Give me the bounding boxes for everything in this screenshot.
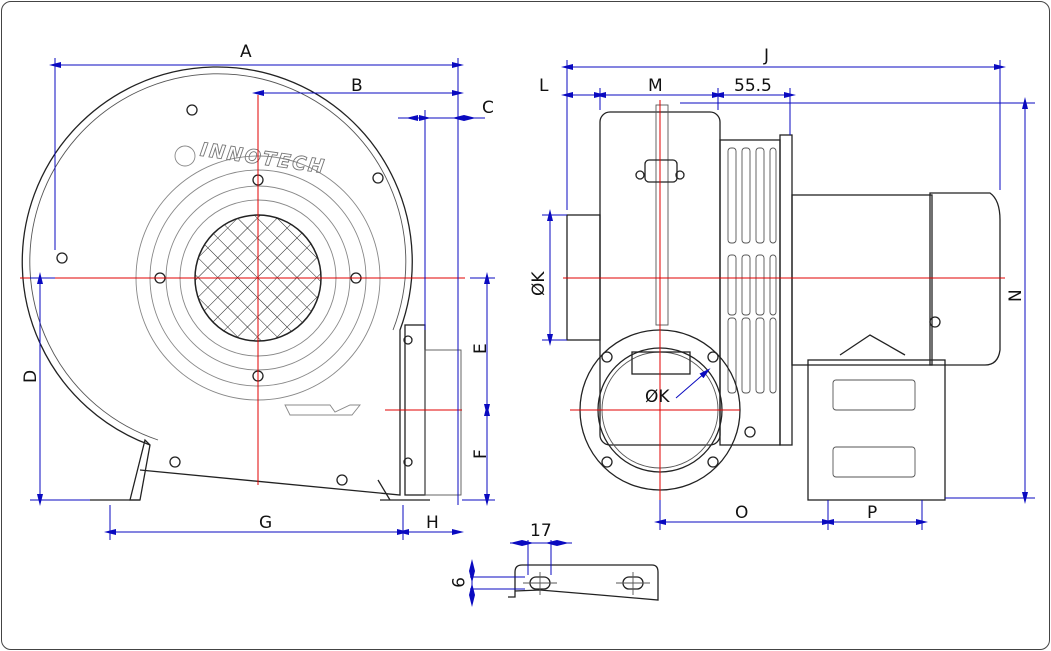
dim-label-M: M: [648, 76, 663, 96]
dim-label-N: N: [1006, 289, 1026, 302]
dim-label-C: C: [482, 98, 494, 118]
dim-label-K-inlet: ØK: [529, 271, 549, 296]
dim-label-K-outlet: ØK: [645, 387, 670, 407]
foot-detail: 17 9: [447, 521, 659, 607]
dim-label-A: A: [240, 42, 252, 62]
extension-lines-side: [542, 60, 1035, 530]
side-view: J L M 55.5 N ØK ØK O P: [529, 46, 1035, 530]
dim-label-D: D: [21, 370, 41, 383]
blower-side-body: [566, 104, 1001, 501]
front-view: INNOTECH A B C D E F G H: [20, 42, 495, 540]
dim-label-17: 17: [530, 521, 552, 541]
dim-label-P: P: [867, 503, 877, 523]
dim-label-B: B: [351, 76, 363, 96]
dim-label-J: J: [763, 46, 769, 66]
svg-text:INNOTECH: INNOTECH: [199, 139, 328, 178]
blower-housing: [21, 66, 462, 501]
dim-label-L: L: [539, 76, 549, 96]
motor-fins: [727, 147, 777, 394]
dim-label-55-5: 55.5: [734, 76, 772, 96]
dim-label-E: E: [471, 343, 491, 354]
dim-label-O: O: [735, 503, 748, 523]
dim-label-F: F: [471, 449, 491, 459]
dim-label-9: 9: [447, 577, 467, 588]
dim-label-H: H: [426, 513, 439, 533]
dim-label-G: G: [259, 513, 272, 533]
